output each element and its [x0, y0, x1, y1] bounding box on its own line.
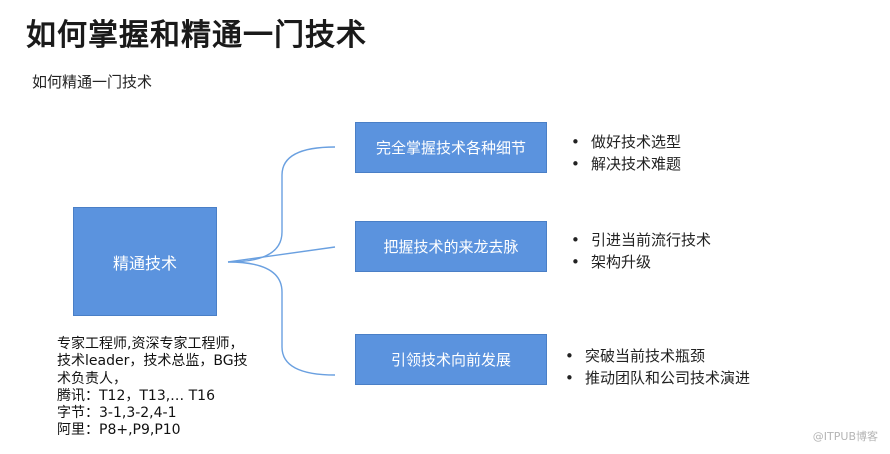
note-line: 阿里：P8+,P9,P10 — [57, 422, 181, 439]
watermark: @ITPUB博客 — [812, 430, 878, 443]
bullet-list-lead: • 突破当前技术瓶颈 • 推动团队和公司技术演进 — [563, 345, 750, 389]
brace-middle-arm — [227, 246, 336, 263]
bullet-dot: • — [571, 253, 580, 271]
bullet-list-origins: • 引进当前流行技术 • 架构升级 — [569, 229, 711, 273]
bullet-dot: • — [565, 347, 574, 365]
branch-node-origins: 把握技术的来龙去脉 — [355, 221, 547, 272]
bullet-item: • 突破当前技术瓶颈 — [563, 345, 750, 367]
bullet-text: 推动团队和公司技术演进 — [585, 369, 751, 387]
bullet-item: • 做好技术选型 — [569, 131, 681, 153]
level-notes: 专家工程师,资深专家工程师， 技术leader，技术总监，BG技 术负责人， 腾… — [57, 336, 272, 440]
note-line: 术负责人， — [57, 370, 127, 387]
root-node: 精通技术 — [73, 207, 217, 316]
branch-node-details: 完全掌握技术各种细节 — [355, 122, 547, 173]
bullet-item: • 解决技术难题 — [569, 153, 681, 175]
note-line: 腾讯：T12，T13,… T16 — [57, 387, 215, 404]
note-line: 技术leader，技术总监，BG技 — [57, 353, 248, 370]
bullet-dot: • — [571, 155, 580, 173]
note-line: 字节：3-1,3-2,4-1 — [57, 405, 177, 422]
bullet-item: • 架构升级 — [569, 251, 711, 273]
bullet-dot: • — [571, 231, 580, 249]
bullet-list-details: • 做好技术选型 • 解决技术难题 — [569, 131, 681, 175]
note-line: 专家工程师,资深专家工程师， — [57, 336, 244, 352]
bullet-dot: • — [571, 133, 580, 151]
bullet-text: 架构升级 — [591, 253, 652, 271]
bullet-item: • 推动团队和公司技术演进 — [563, 367, 750, 389]
bullet-text: 解决技术难题 — [591, 155, 682, 173]
bullet-item: • 引进当前流行技术 — [569, 229, 711, 251]
bullet-text: 引进当前流行技术 — [591, 231, 712, 249]
bullet-text: 突破当前技术瓶颈 — [585, 347, 706, 365]
branch-node-lead: 引领技术向前发展 — [355, 334, 547, 385]
bullet-text: 做好技术选型 — [591, 133, 682, 151]
page-title: 如何掌握和精通一门技术 — [26, 18, 367, 53]
bullet-dot: • — [565, 369, 574, 387]
page-subtitle: 如何精通一门技术 — [32, 73, 153, 91]
